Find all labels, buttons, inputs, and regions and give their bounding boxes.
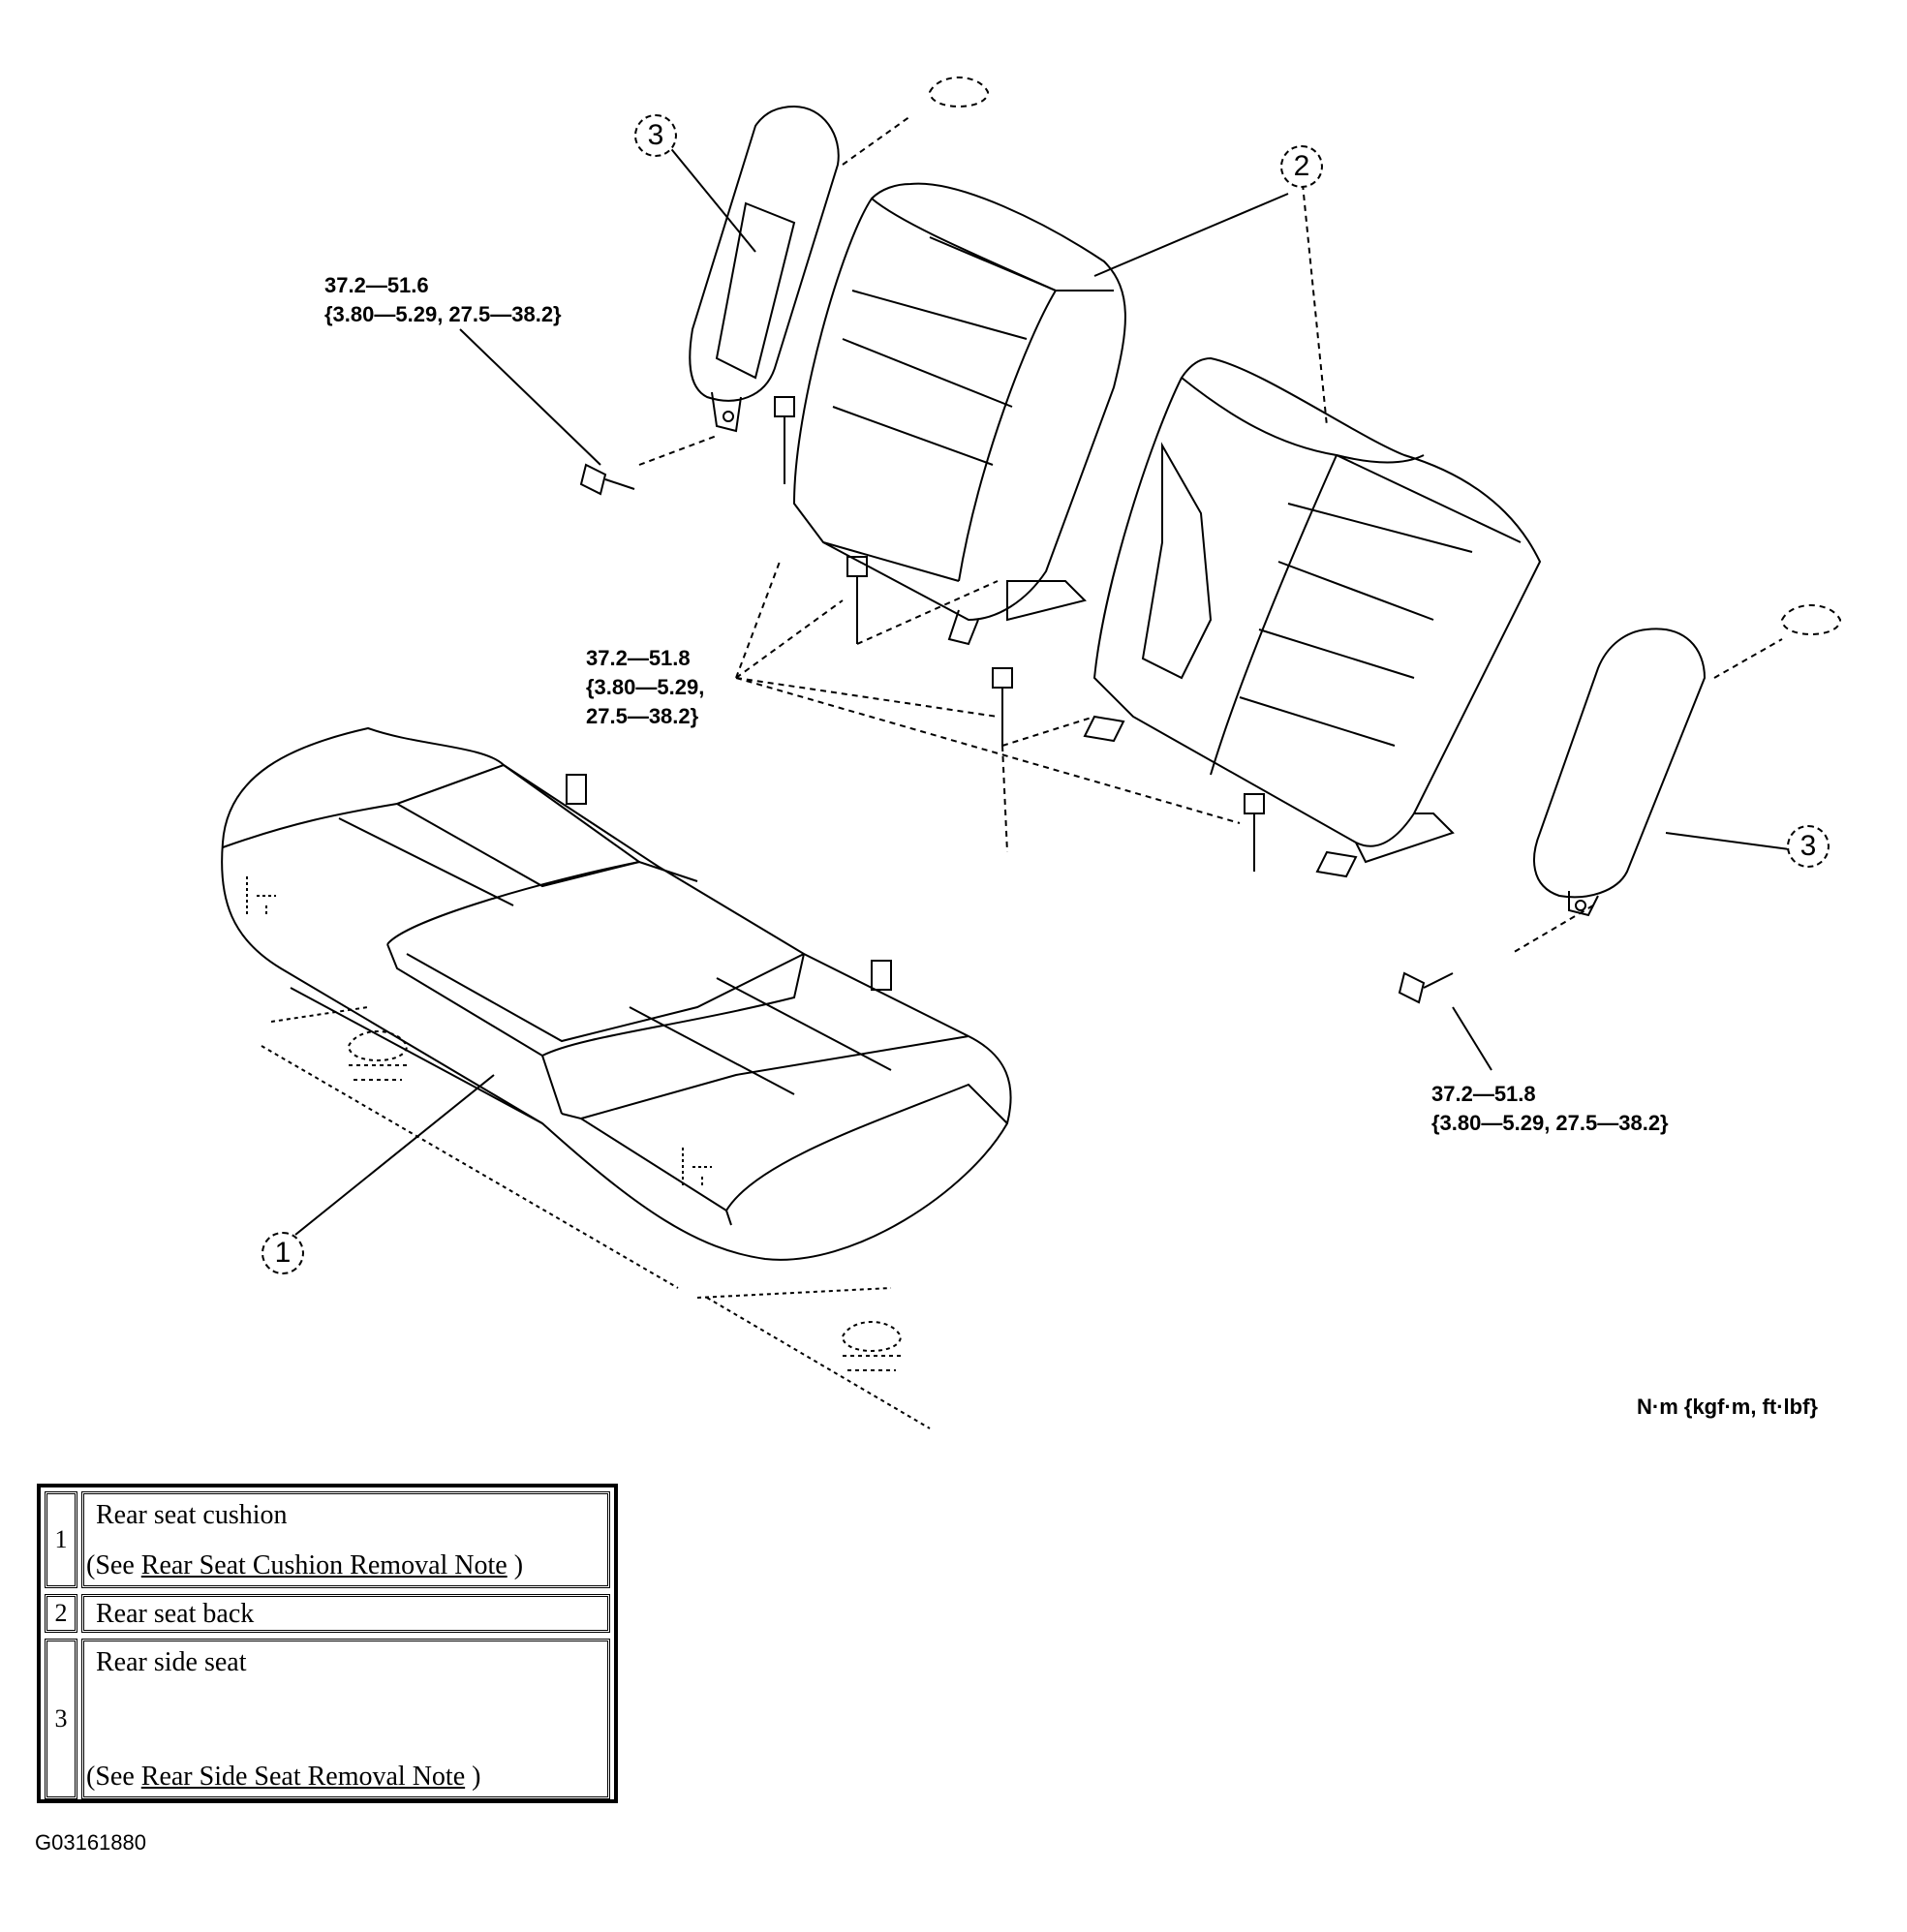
torque-label-line: {3.80—5.29, 27.5—38.2} (324, 302, 562, 326)
part-name: Rear side seat (96, 1647, 247, 1677)
torque-label-line: {3.80—5.29, (586, 675, 705, 699)
rear-seat-back-right-drawing (1083, 356, 1542, 878)
rear-seat-cushion-removal-note-link[interactable]: Rear Seat Cushion Removal Note (140, 1550, 508, 1580)
parts-row-1: 1 Rear seat cushion (See Rear Seat Cushi… (45, 1491, 610, 1588)
figure-code: G03161880 (35, 1830, 146, 1855)
torque-label-right: 37.2—51.8 {3.80—5.29, 27.5—38.2} (1431, 1080, 1669, 1138)
exploded-diagram: 1 2 3 3 37.2—51.6 {3.80—5.29, 27.5—38.2}… (221, 77, 1842, 1429)
callout-1: 1 (261, 1232, 304, 1274)
diagram-drawing (221, 77, 1842, 1429)
part-number: 1 (45, 1491, 77, 1588)
part-name: Rear seat back (96, 1599, 255, 1629)
parts-table: 1 Rear seat cushion (See Rear Seat Cushi… (37, 1484, 618, 1803)
cushion-hooks (261, 1006, 931, 1429)
torque-label-line: 37.2—51.6 (324, 273, 429, 297)
rear-seat-back-left-drawing (792, 182, 1126, 646)
parts-row-2: 2 Rear seat back (45, 1594, 610, 1633)
torque-label-top-left: 37.2—51.6 {3.80—5.29, 27.5—38.2} (324, 271, 562, 329)
see-suffix: ) (465, 1762, 481, 1792)
part-number: 3 (45, 1639, 77, 1799)
part-description: Rear seat cushion (See Rear Seat Cushion… (81, 1491, 610, 1588)
bolts (579, 396, 1454, 1004)
see-prefix: (See (86, 1550, 141, 1580)
part-number: 2 (45, 1594, 77, 1633)
torque-label-line: 27.5—38.2} (586, 704, 699, 728)
rear-seat-cushion-drawing (221, 726, 1012, 1261)
dashed-leaders (638, 77, 1842, 955)
part-name: Rear seat cushion (96, 1500, 288, 1530)
part-description: Rear side seat (See Rear Side Seat Remov… (81, 1639, 610, 1799)
rear-side-seat-removal-note-link[interactable]: Rear Side Seat Removal Note (140, 1762, 466, 1792)
torque-label-line: {3.80—5.29, 27.5—38.2} (1431, 1111, 1669, 1135)
see-prefix: (See (86, 1762, 141, 1792)
callout-2: 2 (1280, 145, 1323, 188)
callout-3-top: 3 (634, 114, 677, 157)
part-see-note: (See Rear Side Seat Removal Note ) (86, 1762, 480, 1793)
see-suffix: ) (507, 1550, 524, 1580)
part-description: Rear seat back (81, 1594, 610, 1633)
units-label: N·m {kgf·m, ft·lbf} (1637, 1395, 1818, 1419)
parts-row-3: 3 Rear side seat (See Rear Side Seat Rem… (45, 1639, 610, 1799)
torque-label-line: 37.2—51.8 (1431, 1082, 1536, 1106)
rear-side-seat-top-drawing (689, 105, 840, 433)
torque-label-center: 37.2—51.8 {3.80—5.29, 27.5—38.2} (586, 644, 704, 731)
callout-3-right: 3 (1787, 825, 1830, 868)
part-see-note: (See Rear Seat Cushion Removal Note ) (86, 1550, 523, 1581)
rear-side-seat-right-drawing (1533, 628, 1707, 917)
torque-label-line: 37.2—51.8 (586, 646, 691, 670)
